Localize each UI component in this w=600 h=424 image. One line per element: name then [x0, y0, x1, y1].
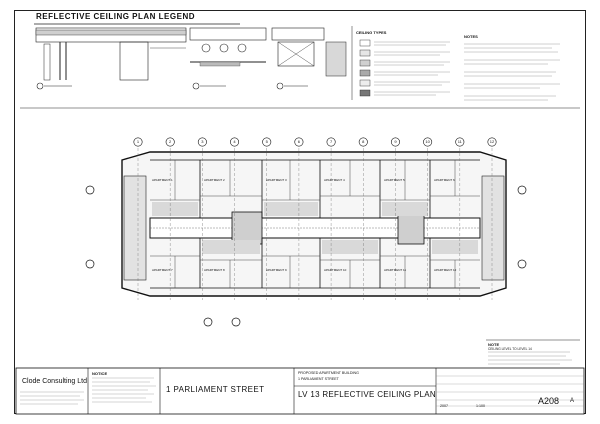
grid-bubble-label: 4 [233, 139, 236, 144]
grid-lines [133, 137, 497, 300]
room-label: APARTMENT 9 [266, 268, 287, 272]
grid-bubble-label: 9 [394, 139, 397, 144]
grid-bubble [358, 137, 368, 147]
grid-bubble-label: 1 [136, 139, 140, 144]
grid-bubble [133, 137, 143, 147]
right-note-heading: NOTE [488, 342, 500, 347]
project-address: 1 PARLIAMENT STREET [298, 377, 339, 381]
company-name: Clode Consulting Ltd [22, 378, 87, 385]
grid-bubble-label: 7 [329, 139, 333, 144]
title-block-frame [15, 367, 585, 415]
grid-bubble [326, 137, 336, 147]
project-description: PROPOSED APARTMENT BUILDING [298, 371, 359, 375]
section-detail-2 [189, 27, 267, 90]
grid-bubble-label: 10 [425, 139, 430, 144]
grid-bubble [390, 137, 400, 147]
grid-bubble-label: 5 [265, 139, 268, 144]
room-label: APARTMENT 4 [324, 178, 345, 182]
ceiling-types-heading: CEILING TYPES [356, 30, 387, 35]
right-note-line: CEILING LEVEL TO LEVEL 14 [488, 347, 532, 351]
legend-notes-heading: NOTES [464, 34, 478, 39]
section-markers [85, 185, 527, 327]
drawing-title: LV 13 REFLECTIVE CEILING PLAN [298, 390, 436, 399]
room-label: APARTMENT 7 [152, 268, 173, 272]
grid-bubble [294, 137, 304, 147]
grid-bubble-label: 6 [297, 139, 301, 144]
room-label: APARTMENT 8 [204, 268, 225, 272]
room-label: APARTMENT 3 [266, 178, 287, 182]
right-notes-panel [486, 339, 580, 365]
grid-bubble [230, 137, 240, 147]
grid-bubble-label: 8 [362, 139, 365, 144]
room-label: APARTMENT 11 [384, 268, 407, 272]
room-label: APARTMENT 12 [434, 268, 457, 272]
grid-bubble [487, 137, 497, 147]
section-detail-1 [35, 27, 187, 90]
grid-bubble [165, 137, 175, 147]
grid-bubble-label: 11 [457, 139, 462, 144]
revision-letter: A [570, 398, 575, 404]
room-label: APARTMENT 5 [384, 178, 405, 182]
room-label: APARTMENT 10 [324, 268, 347, 272]
grid-bubble-label: 12 [489, 139, 495, 144]
section-detail-3 [271, 27, 347, 90]
drawing-date: 2007 [440, 404, 448, 408]
room-label: APARTMENT 1 [152, 178, 173, 182]
grid-bubble [197, 137, 207, 147]
sheet-number: A208 [538, 396, 560, 406]
grid-bubble-label: 3 [201, 139, 204, 144]
grid-bubble [455, 137, 465, 147]
ceiling-types-legend [351, 26, 560, 101]
floor-plan [121, 151, 507, 297]
room-label: APARTMENT 6 [434, 178, 455, 182]
drawing-scale: 1:100 [476, 404, 485, 408]
grid-bubble [423, 137, 433, 147]
project-name: 1 PARLIAMENT STREET [166, 385, 265, 394]
grid-bubble-label: 2 [169, 139, 172, 144]
notice-heading: NOTICE [92, 371, 108, 376]
room-label: APARTMENT 2 [204, 178, 225, 182]
grid-bubble [262, 137, 272, 147]
legend-title: REFLECTIVE CEILING PLAN LEGEND [36, 12, 196, 21]
